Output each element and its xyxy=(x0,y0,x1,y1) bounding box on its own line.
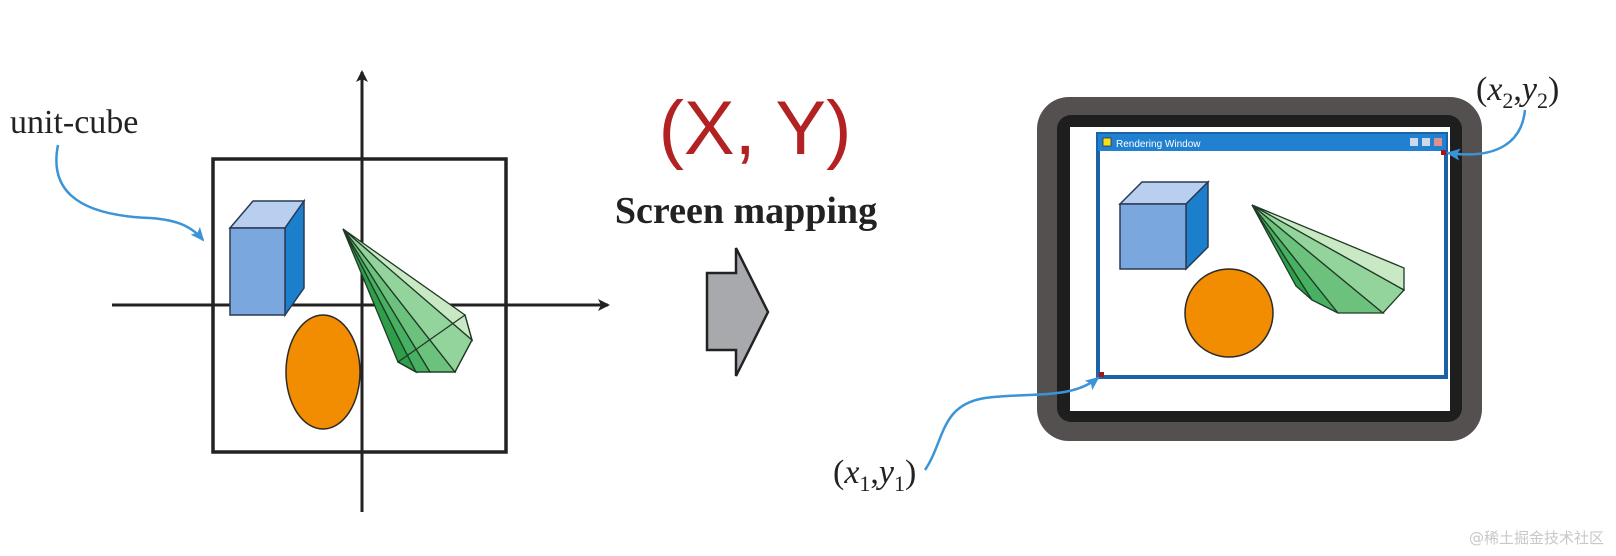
maximize-icon xyxy=(1422,138,1430,146)
cube-shape xyxy=(228,198,306,318)
bottom-left-pointer-arrow xyxy=(923,376,1100,471)
window-circle-shape xyxy=(1184,268,1274,358)
cone-shape xyxy=(342,228,474,374)
window-title: Rendering Window xyxy=(1116,139,1201,150)
unit-cube-panel: unit-cube xyxy=(10,70,610,512)
close-icon xyxy=(1434,138,1442,146)
rendering-window-titlebar xyxy=(1098,134,1446,151)
corner-label-top-right: (x2,y2) xyxy=(1476,71,1559,113)
screen-mapping-title: Screen mapping xyxy=(615,190,877,232)
rendering-window: Rendering Window xyxy=(1096,132,1448,379)
process-arrow xyxy=(705,247,770,377)
minimize-icon xyxy=(1410,138,1418,146)
unit-cube-pointer-arrow xyxy=(55,144,205,242)
ellipse-shape xyxy=(285,314,361,430)
screen-mapping-step: (X, Y) Screen mapping xyxy=(615,86,877,377)
corner-marker-bottom-left xyxy=(1099,372,1104,377)
window-app-icon xyxy=(1102,137,1112,147)
unit-cube-label: unit-cube xyxy=(10,104,138,141)
window-cube-shape xyxy=(1118,180,1210,271)
top-right-pointer-arrow xyxy=(1446,109,1527,161)
monitor-panel: Rendering Window xyxy=(833,71,1559,496)
unit-cube-boundary xyxy=(211,157,508,454)
window-cone-shape xyxy=(1251,204,1406,314)
watermark: @稀土掘金技术社区 xyxy=(1468,529,1604,547)
xy-coordinates-label: (X, Y) xyxy=(659,86,852,171)
corner-label-bottom-left: (x1,y1) xyxy=(833,454,916,496)
corner-marker-top-right xyxy=(1441,150,1446,155)
